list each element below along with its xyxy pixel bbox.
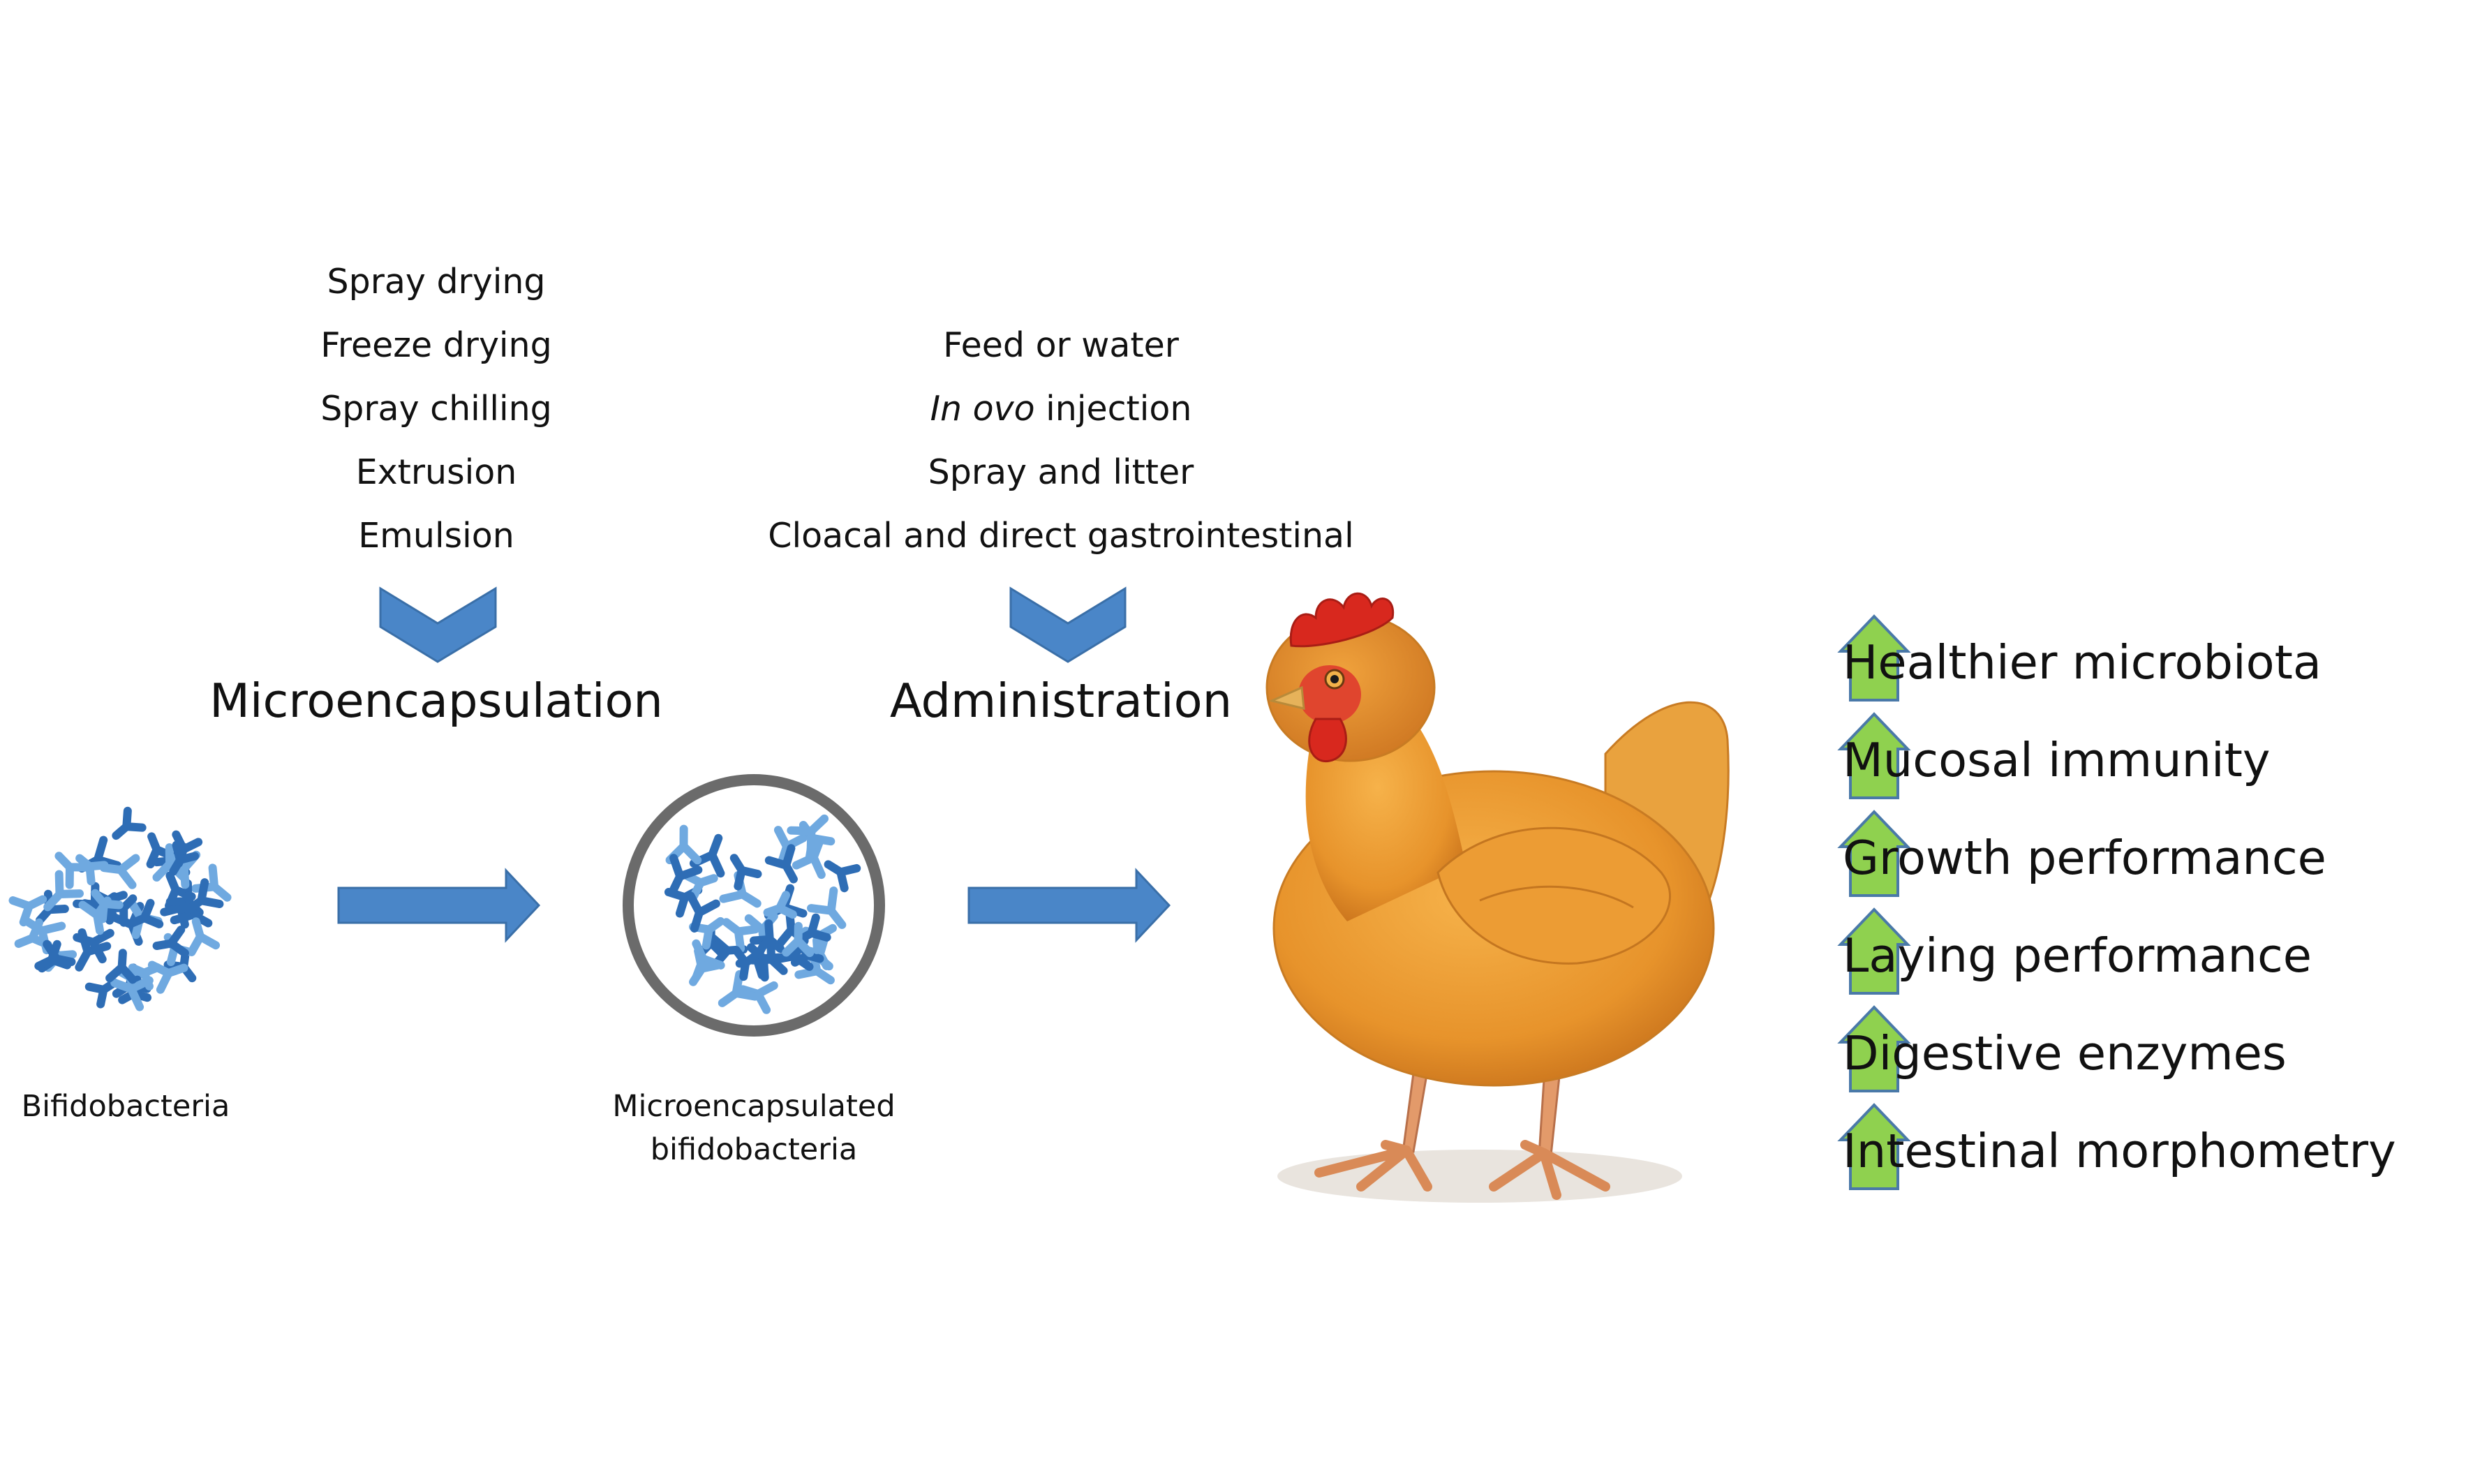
bacterium-cell xyxy=(187,917,221,956)
route-feed-or-water: Feed or water xyxy=(943,325,1179,365)
bacterium-cell xyxy=(126,898,164,928)
bacterium-cell xyxy=(112,806,147,840)
bacterium-cell xyxy=(686,891,720,933)
bacterium-cell xyxy=(689,947,724,986)
increase-indicators xyxy=(1837,614,1911,1190)
benefit-digestive-enzymes: Digestive enzymes xyxy=(1843,1026,2287,1081)
benefit-healthier-microbiota: Healthier microbiota xyxy=(1843,635,2322,690)
bacterium-cell xyxy=(787,814,829,856)
administration-heading: Administration xyxy=(889,674,1233,728)
bacterium-cell xyxy=(43,870,84,912)
bacterium-cell xyxy=(8,895,47,927)
benefit-growth-performance: Growth performance xyxy=(1843,831,2326,885)
microencapsulated-bifidobacteria-label: Microencapsulated bifidobacteria xyxy=(579,1085,928,1171)
route-spray-and-litter: Spray and litter xyxy=(928,452,1194,492)
benefit-laying-performance: Laying performance xyxy=(1843,928,2312,983)
arrow-right-icon xyxy=(967,868,1171,943)
method-extrusion: Extrusion xyxy=(355,452,517,492)
bacteria-cluster-icon xyxy=(8,806,232,1011)
bacterium-cell xyxy=(731,946,763,981)
bacterium-cell xyxy=(722,918,760,953)
bifidobacteria-label: Bifidobacteria xyxy=(21,1089,230,1124)
arrow-up-icon xyxy=(1837,810,1911,897)
bacterium-cell xyxy=(718,970,759,1007)
benefit-intestinal-morphometry: Intestinal morphometry xyxy=(1843,1124,2396,1178)
bacterium-cell xyxy=(764,844,798,884)
route-cloacal-gastrointestinal: Cloacal and direct gastrointestinal xyxy=(768,516,1354,556)
bacterium-cell xyxy=(105,949,138,984)
chevron-down-icon xyxy=(379,586,497,663)
caption-line-2: bifidobacteria xyxy=(650,1132,858,1167)
bacterium-cell xyxy=(54,852,92,889)
arrow-up-icon xyxy=(1837,1005,1911,1092)
bacterium-cell xyxy=(750,919,785,954)
arrow-up-icon xyxy=(1837,907,1911,995)
bacterium-cell xyxy=(91,889,124,923)
arrow-up-icon xyxy=(1837,712,1911,799)
administration-method-list: Feed or water In ovo injection Spray and… xyxy=(698,250,1424,567)
bacterium-cell xyxy=(110,976,154,1011)
bacterium-cell xyxy=(782,921,815,958)
encapsulation-method-list: Spray drying Freeze drying Spray chillin… xyxy=(262,250,611,567)
arrow-up-icon xyxy=(1837,1103,1911,1190)
route-in-ovo-injection: In ovo injection xyxy=(698,377,1424,440)
in-ovo-italic: In ovo xyxy=(930,389,1035,429)
benefit-mucosal-immunity: Mucosal immunity xyxy=(1843,733,2271,787)
bacterium-cell xyxy=(668,854,703,896)
chevron-down-icon xyxy=(1009,586,1127,663)
bacterium-cell xyxy=(34,940,72,970)
bacterium-cell xyxy=(73,928,114,964)
method-emulsion: Emulsion xyxy=(358,516,514,556)
method-spray-drying: Spray drying xyxy=(327,262,546,302)
arrow-right-icon xyxy=(337,868,541,943)
bacterium-cell xyxy=(824,860,861,893)
injection-text: injection xyxy=(1034,389,1192,429)
bacterium-cell xyxy=(184,878,224,914)
bacterium-cell xyxy=(152,926,189,958)
bacterium-cell xyxy=(729,854,762,891)
caption-line-1: Microencapsulated xyxy=(612,1089,896,1124)
microencapsulation-heading: Microencapsulation xyxy=(209,674,663,728)
bacterium-cell xyxy=(763,891,797,919)
method-spray-chilling: Spray chilling xyxy=(320,389,552,429)
bacterium-cell xyxy=(169,840,200,876)
encapsulated-bacteria xyxy=(664,814,861,1014)
method-freeze-drying: Freeze drying xyxy=(320,325,552,365)
bacterium-cell xyxy=(807,886,847,929)
microcapsule-icon xyxy=(623,774,885,1037)
hen-illustration xyxy=(1265,592,1730,1203)
arrow-up-icon xyxy=(1837,614,1911,702)
